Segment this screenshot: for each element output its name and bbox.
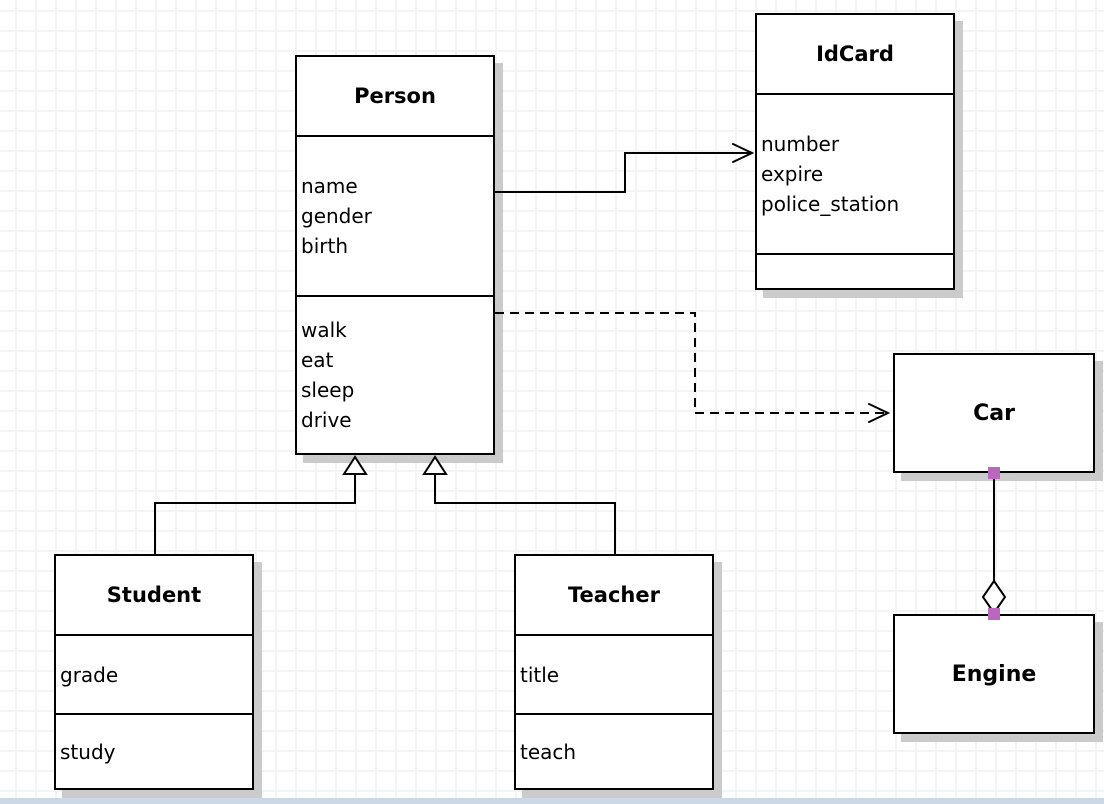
method: drive <box>301 408 352 432</box>
connector-aggregation-car-engine[interactable] <box>981 467 1007 620</box>
endpoint-handle[interactable] <box>988 467 1000 479</box>
attribute: police_station <box>761 192 900 216</box>
attribute: title <box>520 662 560 687</box>
methods-section: study <box>56 715 252 788</box>
attribute: birth <box>301 234 348 258</box>
endpoint-handle[interactable] <box>988 608 1000 620</box>
method: eat <box>301 348 334 372</box>
class-box-person[interactable]: Person name gender birth walk eat sleep … <box>295 55 495 455</box>
connector-association-person-idcard[interactable] <box>495 143 755 193</box>
canvas-edge-strip <box>0 798 1104 804</box>
methods-section: teach <box>516 715 712 788</box>
class-box-student[interactable]: Student grade study <box>54 554 254 790</box>
open-arrowhead <box>868 403 891 423</box>
method: teach <box>520 739 577 764</box>
attribute: gender <box>301 204 372 228</box>
class-title: Person <box>297 57 493 137</box>
class-box-engine[interactable]: Engine <box>893 614 1095 734</box>
hollow-triangle-arrowhead <box>342 455 368 475</box>
attribute: number <box>761 132 840 156</box>
connector-inheritance-student-person[interactable] <box>154 455 368 554</box>
method: sleep <box>301 378 355 402</box>
class-title: Car <box>973 400 1015 426</box>
class-title: Teacher <box>516 556 712 636</box>
class-box-teacher[interactable]: Teacher title teach <box>514 554 714 790</box>
methods-section: walk eat sleep drive <box>297 297 493 453</box>
open-arrowhead <box>732 143 755 163</box>
class-title: IdCard <box>757 15 953 95</box>
connector-dependency-person-car[interactable] <box>495 312 891 423</box>
attributes-section: grade <box>56 636 252 715</box>
class-title: Engine <box>951 661 1037 687</box>
attribute: grade <box>60 662 119 687</box>
connector-inheritance-teacher-person[interactable] <box>422 455 616 554</box>
attributes-section: number expire police_station <box>757 95 953 255</box>
attributes-section: name gender birth <box>297 137 493 297</box>
attribute: name <box>301 174 358 198</box>
class-box-idcard[interactable]: IdCard number expire police_station <box>755 13 955 290</box>
hollow-triangle-arrowhead <box>422 455 448 475</box>
method: study <box>60 739 116 764</box>
attributes-section: title <box>516 636 712 715</box>
attribute: expire <box>761 162 824 186</box>
method: walk <box>301 318 347 342</box>
class-box-car[interactable]: Car <box>893 353 1095 473</box>
class-title: Student <box>56 556 252 636</box>
